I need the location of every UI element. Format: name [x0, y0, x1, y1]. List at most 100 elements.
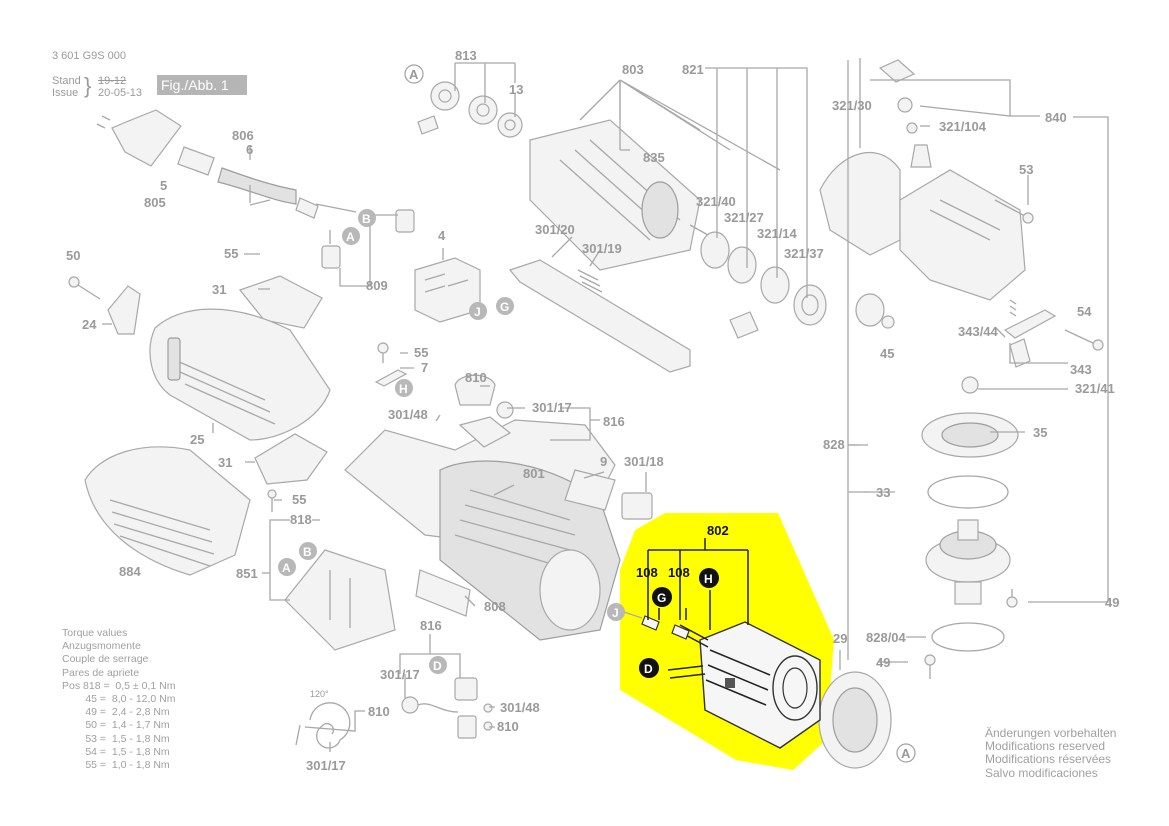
- lock-343-part: [1003, 299, 1104, 368]
- callout-802: 802: [707, 523, 729, 538]
- callout-120-deg: 120°: [310, 689, 329, 699]
- callout-821: 821: [682, 62, 704, 77]
- callout-321-14: 321/14: [757, 226, 798, 241]
- marker-circles: A B A J G H B A J D A H G D: [278, 64, 916, 763]
- screw-50-part: [68, 276, 101, 300]
- marker-D-dark: D: [644, 662, 653, 676]
- callout-810a: 810: [465, 370, 487, 385]
- callout-321-40: 321/40: [696, 194, 736, 209]
- callout-54: 54: [1077, 304, 1092, 319]
- marker-B1: B: [362, 212, 371, 226]
- callout-50: 50: [66, 248, 80, 263]
- flange-35-part: [921, 412, 1019, 458]
- callout-4: 4: [438, 228, 446, 243]
- o-ring-828-04-part: [931, 622, 1005, 652]
- issue-label: Issue: [52, 87, 79, 99]
- brush-cap-part: [315, 203, 415, 269]
- callout-301-17b: 301/17: [380, 667, 420, 682]
- parts-816-upper: [454, 374, 514, 448]
- callout-813: 813: [455, 48, 477, 63]
- callout-49b: 49: [876, 655, 890, 670]
- torque-values-block: Torque values Anzugsmomente Couple de se…: [62, 627, 176, 772]
- callout-805: 805: [144, 195, 166, 210]
- bracket-851-part: [284, 549, 396, 651]
- brace-glyph: }: [84, 73, 92, 98]
- callout-301-20: 301/20: [535, 222, 575, 237]
- callout-321-104: 321/104: [939, 119, 987, 134]
- callout-labels: 813 803 821 13 835 321/30 321/104 840 53…: [66, 48, 1119, 773]
- grille-cover-884-part: [84, 446, 251, 576]
- callout-321-30: 321/30: [832, 98, 872, 113]
- callout-108-a: 108: [636, 565, 658, 580]
- callout-803: 803: [622, 62, 644, 77]
- screw-53-part: [994, 199, 1034, 224]
- callout-24: 24: [82, 317, 97, 332]
- rings-321-part: [700, 231, 827, 339]
- document-number: 3 601 G9S 000: [52, 50, 127, 62]
- motor-housing-801-part: [344, 419, 621, 641]
- cover-31-lower-part: [254, 433, 328, 485]
- callout-13: 13: [509, 82, 523, 97]
- marker-G1: G: [500, 300, 509, 314]
- rail-301-20-part: [508, 259, 691, 373]
- callout-884: 884: [119, 564, 141, 579]
- torque-row: 45 = 8,0 - 12,0 Nm: [62, 693, 176, 706]
- callout-6: 6: [246, 142, 253, 157]
- callout-301-48b: 301/48: [500, 700, 540, 715]
- bearings-813-part: [417, 81, 523, 138]
- torque-title-de: Anzugsmomente: [62, 640, 141, 653]
- note-es: Salvo modificaciones: [985, 765, 1098, 780]
- armature-835-part: [529, 119, 709, 271]
- callout-5: 5: [160, 178, 167, 193]
- callout-321-41: 321/41: [1075, 381, 1115, 396]
- callout-851: 851: [236, 566, 258, 581]
- torque-row: Pos 818 = 0,5 ± 0,1 Nm: [62, 679, 176, 692]
- callout-45: 45: [880, 346, 894, 361]
- torque-row: 54 = 1,5 - 1,8 Nm: [62, 745, 170, 758]
- callout-810b: 810: [497, 719, 519, 734]
- note-de: Änderungen vorbehalten: [985, 726, 1117, 740]
- callout-55b: 55: [414, 345, 428, 360]
- spring-301-17-part: [295, 702, 351, 749]
- callout-31a: 31: [212, 282, 226, 297]
- callout-301-48a: 301/48: [388, 407, 428, 422]
- torque-title-fr: Couple de serrage: [62, 653, 149, 666]
- stand-label: Stand: [52, 75, 81, 87]
- callout-818: 818: [290, 512, 312, 527]
- part-301-18: [621, 492, 653, 520]
- callout-301-19: 301/19: [582, 241, 622, 256]
- callout-301-18: 301/18: [624, 454, 664, 469]
- screw-55-clip-7-part: [374, 342, 408, 387]
- note-en: Modifications reserved: [985, 739, 1106, 754]
- o-ring-33-part: [927, 475, 1009, 509]
- plate-808-part: [415, 569, 471, 617]
- marker-G-dark: G: [657, 591, 666, 605]
- callout-801: 801: [523, 466, 545, 481]
- callout-816a: 816: [603, 414, 625, 429]
- callout-9: 9: [600, 454, 607, 469]
- callout-301-17c: 301/17: [306, 758, 346, 773]
- torque-title-en: Torque values: [62, 627, 128, 639]
- handle-housing-25-part: [149, 308, 331, 441]
- callout-809: 809: [366, 278, 388, 293]
- callout-321-27: 321/27: [724, 210, 764, 225]
- bearing-321-41-part: [961, 376, 979, 394]
- torque-title-es: Pares de apriete: [62, 666, 140, 679]
- marker-H1: H: [399, 382, 408, 396]
- marker-A4: A: [901, 746, 911, 761]
- torque-row: 50 = 1,4 - 1,7 Nm: [62, 719, 170, 732]
- callout-840: 840: [1045, 110, 1067, 125]
- marker-A2: A: [346, 230, 355, 244]
- callout-7: 7: [421, 360, 428, 375]
- callout-31b: 31: [218, 455, 232, 470]
- callout-808: 808: [484, 599, 506, 614]
- torque-row: 53 = 1,5 - 1,8 Nm: [62, 732, 170, 745]
- note-fr: Modifications réservées: [985, 752, 1112, 767]
- torque-row: 49 = 2,4 - 2,8 Nm: [62, 706, 170, 719]
- callout-33: 33: [876, 485, 890, 500]
- callout-25: 25: [190, 432, 204, 447]
- gear-828-part: [925, 519, 1011, 605]
- marker-H-dark: H: [704, 572, 713, 586]
- screw-55-lower-part: [267, 489, 277, 512]
